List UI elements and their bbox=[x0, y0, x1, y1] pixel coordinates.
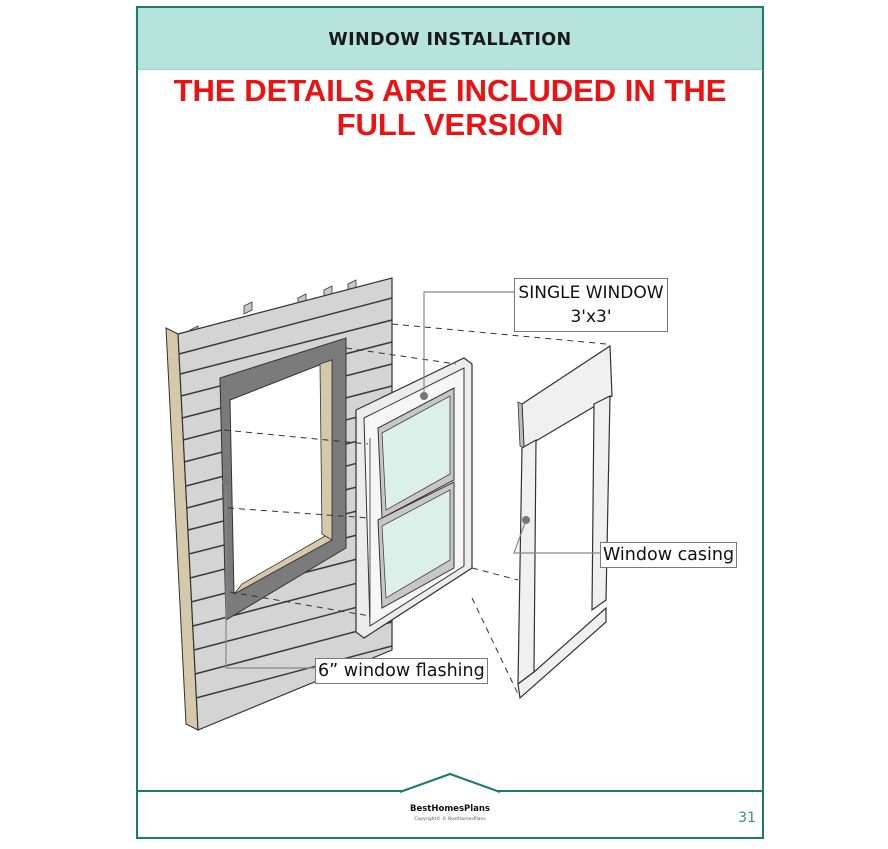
opening-jamb bbox=[319, 359, 333, 541]
single-window-label-line-1: SINGLE WINDOW bbox=[518, 283, 664, 303]
header-band: WINDOW INSTALLATION bbox=[138, 8, 762, 70]
single-window-label-line-2: 3'x3' bbox=[570, 307, 612, 327]
full-version-notice: THE DETAILS ARE INCLUDED IN THE FULL VER… bbox=[138, 74, 762, 142]
window-casing-label: Window casing bbox=[600, 542, 738, 568]
window-casing-frame bbox=[517, 344, 613, 700]
page-number: 31 bbox=[738, 810, 756, 826]
brand-name: BestHomesPlans bbox=[410, 804, 490, 814]
callout-leaders bbox=[225, 291, 600, 669]
brand-copyright: Copyright© © BestHomesPlans bbox=[414, 817, 486, 822]
projection-lines bbox=[223, 323, 607, 695]
page-frame: WINDOW INSTALLATION THE DETAILS ARE INCL… bbox=[136, 6, 764, 839]
footer-roof-icon bbox=[400, 772, 500, 793]
single-window-unit bbox=[355, 357, 473, 639]
single-window-label: SINGLE WINDOW 3'x3' bbox=[514, 278, 668, 332]
window-flashing-label: 6” window flashing bbox=[315, 658, 488, 684]
window-installation-drawing bbox=[165, 277, 613, 731]
notice-line-1: THE DETAILS ARE INCLUDED IN THE bbox=[173, 73, 727, 108]
page-title: WINDOW INSTALLATION bbox=[328, 30, 572, 50]
callout-dots bbox=[222, 392, 530, 524]
notice-line-2: FULL VERSION bbox=[336, 107, 564, 142]
